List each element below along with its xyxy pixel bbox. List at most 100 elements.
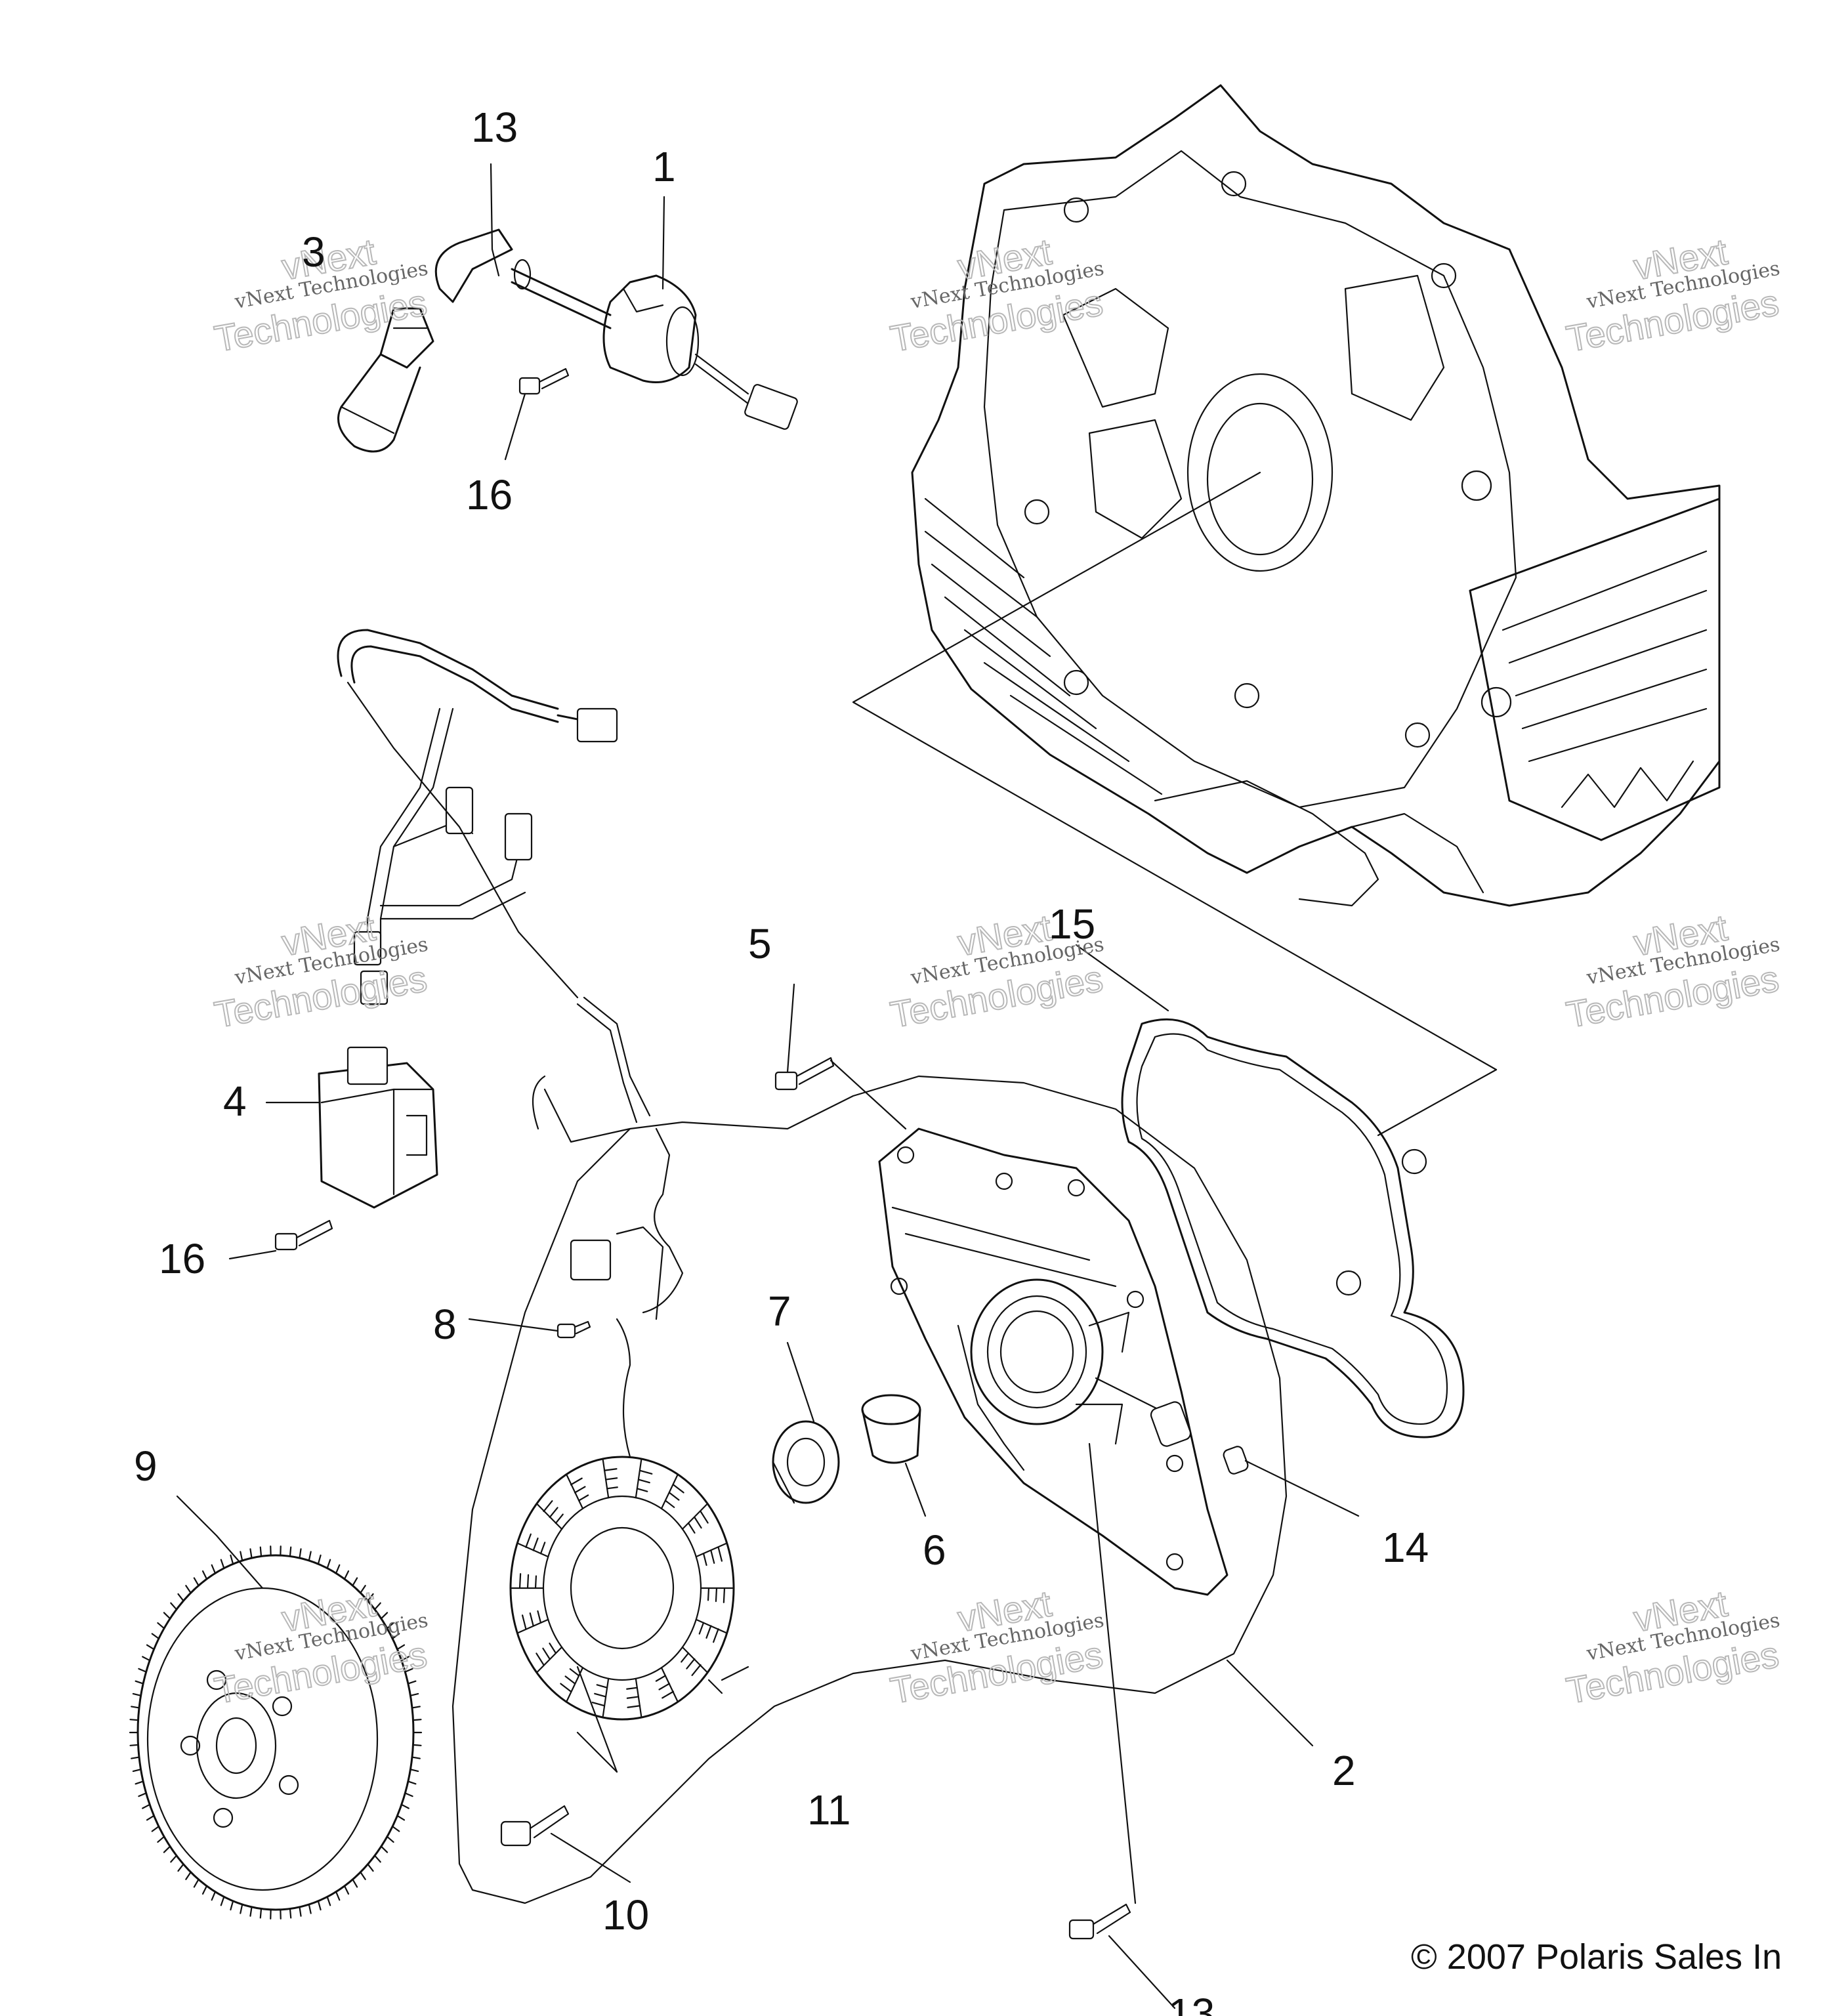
flywheel-tooth [410, 1769, 419, 1773]
flywheel-tooth [146, 1815, 155, 1821]
flywheel-tooth [411, 1756, 421, 1759]
stator-winding [603, 1468, 618, 1471]
flywheel-tooth [142, 1803, 151, 1809]
stator-winding [686, 1658, 696, 1670]
flywheel-tooth [177, 1863, 184, 1872]
flywheel-tooth [201, 1570, 208, 1580]
flywheel-tooth [185, 1585, 192, 1594]
bolt-10 [500, 1805, 570, 1847]
stator-winding [596, 1684, 608, 1689]
flywheel-tooth [249, 1548, 253, 1559]
flywheel-tooth [386, 1836, 394, 1843]
flywheel-tooth [151, 1825, 160, 1832]
callout-16b: 16 [159, 1235, 205, 1282]
stator-winding [715, 1587, 718, 1603]
wiring-harness-drawing [337, 629, 1288, 1904]
copyright-notice: © 2007 Polaris Sales In [1411, 1937, 1782, 1977]
flywheel-tooth [386, 1622, 394, 1629]
flywheel-tooth [380, 1845, 388, 1853]
flywheel-tooth [135, 1780, 144, 1785]
stator-winding [564, 1675, 576, 1685]
flywheel-tooth [131, 1706, 140, 1709]
stator-winding [560, 1683, 572, 1692]
stator-winding [532, 1537, 539, 1551]
stator-winding [627, 1705, 641, 1708]
flywheel-tooth [129, 1744, 139, 1746]
flywheel-tooth [163, 1612, 171, 1620]
stator-winding [604, 1477, 618, 1480]
stator-winding [539, 1542, 546, 1555]
flywheel-tooth [407, 1680, 417, 1685]
stator-winding [626, 1696, 640, 1699]
callout-3: 3 [302, 228, 326, 276]
flywheel-tooth [170, 1602, 178, 1610]
flywheel-tooth [380, 1612, 388, 1620]
callout-1: 1 [652, 143, 676, 190]
stator-winding [542, 1647, 551, 1660]
flywheel-tooth [132, 1769, 142, 1773]
callout-6: 6 [923, 1526, 946, 1574]
stator-winding [574, 1486, 586, 1494]
flywheel-tooth [249, 1906, 253, 1917]
spark-plug-wire-drawing [434, 228, 612, 329]
ignition-coil-drawing [602, 274, 798, 430]
flywheel-tooth [230, 1900, 234, 1911]
flywheel-tooth [193, 1577, 200, 1587]
stator-winding [658, 1683, 671, 1690]
flywheel-tooth [157, 1622, 165, 1629]
regulator-drawing [318, 1046, 438, 1209]
stator-winding [594, 1692, 607, 1698]
callout-5: 5 [748, 920, 772, 967]
stator-winding [698, 1622, 705, 1635]
flywheel-tooth [170, 1855, 178, 1863]
flywheel-tooth [360, 1871, 366, 1880]
flywheel-tooth [177, 1593, 184, 1602]
callout-16a: 16 [466, 471, 513, 518]
flywheel-tooth [146, 1644, 155, 1650]
stator-winding [710, 1549, 715, 1564]
stator-winding [525, 1533, 532, 1548]
seal-drawing [772, 1420, 840, 1504]
flywheel-tooth [240, 1551, 243, 1562]
stator-winding [700, 1510, 709, 1524]
callout-10: 10 [602, 1891, 649, 1939]
flywheel-tooth [411, 1706, 421, 1709]
stator-cover-drawing [878, 1127, 1249, 1596]
callout-9: 9 [134, 1442, 158, 1490]
stator-winding [691, 1664, 702, 1676]
flywheel-tooth [138, 1792, 147, 1797]
flywheel-tooth [299, 1548, 302, 1559]
stator-winding [662, 1690, 675, 1699]
gasket-drawing [1121, 1018, 1465, 1438]
stator-winding [705, 1625, 712, 1639]
flywheel-tooth [343, 1570, 350, 1580]
crankcase-drawing [852, 84, 1721, 1071]
flywheel-tooth [373, 1602, 381, 1610]
flywheel-tooth [299, 1906, 302, 1917]
flywheel-tooth [230, 1554, 234, 1565]
leader-lines [176, 163, 1498, 2009]
flywheel-tooth [201, 1885, 208, 1895]
flywheel-tooth [135, 1680, 144, 1685]
flywheel-tooth [142, 1656, 151, 1662]
stator-winding [555, 1513, 564, 1524]
flywheel-tooth [407, 1780, 417, 1785]
flywheel-tooth [335, 1564, 341, 1574]
callout-14: 14 [1382, 1524, 1429, 1571]
flywheel-tooth [367, 1593, 374, 1602]
flywheel-tooth [220, 1559, 225, 1569]
stator-winding [664, 1500, 675, 1508]
callout-15: 15 [1049, 900, 1095, 948]
flywheel-tooth [129, 1719, 139, 1721]
stator-winding [626, 1687, 639, 1690]
stator-winding [570, 1477, 583, 1486]
flywheel-tooth [308, 1551, 312, 1562]
bolt-16a [518, 368, 570, 395]
callout-8: 8 [433, 1301, 457, 1348]
flywheel-tooth [326, 1559, 331, 1569]
flywheel-tooth [211, 1891, 217, 1901]
stator-winding [521, 1614, 527, 1630]
flywheel-tooth [326, 1896, 331, 1906]
callout-4: 4 [223, 1078, 247, 1125]
